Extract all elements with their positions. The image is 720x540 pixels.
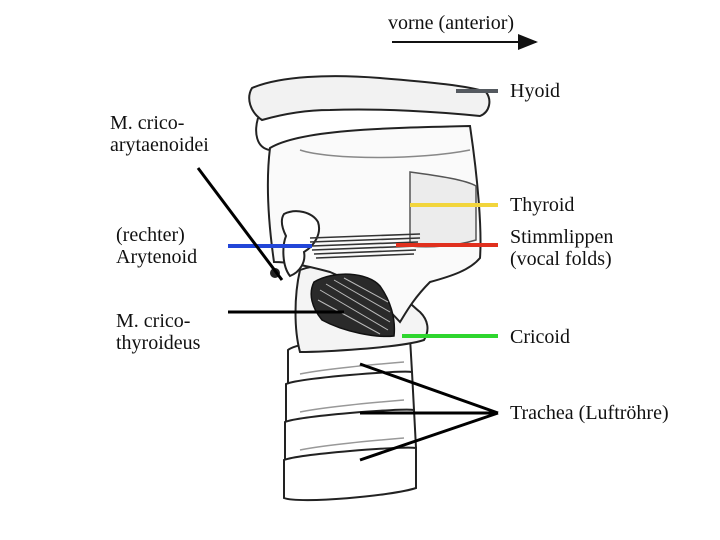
vocal-folds-label-line2: (vocal folds) xyxy=(510,248,612,270)
arytenoid-label-line2: Arytenoid xyxy=(116,246,198,268)
crico-arytaenoidei-label-line2: arytaenoidei xyxy=(110,134,209,156)
crico-arytaenoidei-label-line1: M. crico- xyxy=(110,112,185,134)
trachea-pointer-upper xyxy=(359,362,499,415)
vocal-folds-label-line1: Stimmlippen xyxy=(510,226,614,248)
arytenoid-label-line1: (rechter) xyxy=(116,224,185,246)
vocal-folds-drawing xyxy=(309,233,421,259)
cricoid-label: Cricoid xyxy=(510,326,570,348)
arytenoid-label: (rechter) Arytenoid xyxy=(116,224,197,268)
hyoid-label: Hyoid xyxy=(510,80,560,102)
thyroid-label: Thyroid xyxy=(510,194,575,216)
crico-arytaenoidei-label: M. crico- arytaenoidei xyxy=(110,112,209,156)
vocal-folds-label: Stimmlippen (vocal folds) xyxy=(510,226,613,270)
hyoid-drawing xyxy=(248,75,491,122)
crico-arytaenoidei-pointer xyxy=(196,167,284,281)
trachea-label: Trachea (Luftröhre) xyxy=(510,402,669,424)
direction-label: vorne (anterior) xyxy=(388,12,515,34)
trachea-pointer-lower xyxy=(359,411,499,462)
crico-thyroideus-label-line1: M. crico- xyxy=(116,310,191,332)
crico-thyroideus-label-line2: thyroideus xyxy=(116,332,201,354)
arytenoid-drawing xyxy=(280,210,320,278)
trachea-drawing xyxy=(283,334,418,502)
crico-thyroideus-label: M. crico- thyroideus xyxy=(116,310,200,354)
